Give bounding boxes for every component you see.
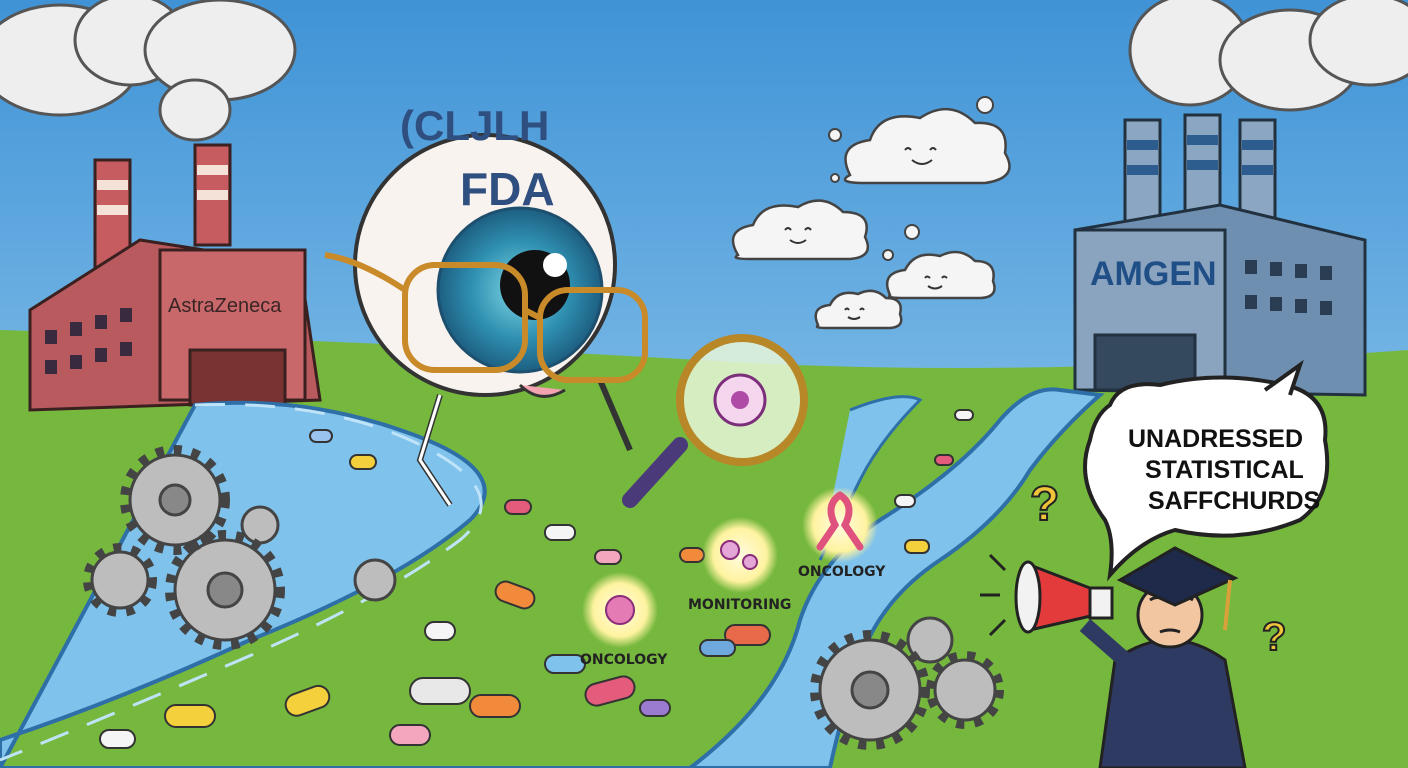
bubbles	[828, 96, 994, 261]
eyeball-top-label: (CLJLH	[400, 102, 549, 149]
badge-oncology-lower: ONCOLOGY	[580, 652, 668, 668]
megaphone-icon	[1014, 560, 1114, 634]
smoke-right	[1128, 0, 1408, 112]
cloud-icon	[731, 107, 1011, 330]
speech-line-2: STATISTICAL	[1145, 456, 1304, 484]
virus-icon	[713, 373, 767, 427]
badge-oncology-lower-icon	[582, 572, 658, 648]
factory-left	[28, 143, 322, 412]
speech-line-3: SAFFCHURDS	[1148, 487, 1320, 515]
gear-teeth	[83, 445, 1004, 750]
factory-left-label: AstraZeneca	[168, 295, 282, 317]
question-mark-right: ?	[1262, 615, 1286, 659]
sound-lines	[980, 553, 1007, 637]
smoke-left	[0, 0, 297, 142]
pill-icon	[99, 409, 974, 749]
graduation-cap-icon	[1116, 546, 1239, 631]
river-ripples	[0, 402, 483, 762]
speech-bubble	[1083, 359, 1330, 582]
factory-right-label: AMGEN	[1090, 255, 1217, 293]
eyeball-label: FDA	[460, 163, 555, 215]
factory-right	[1073, 113, 1367, 397]
badge-monitoring	[702, 517, 778, 593]
speech-line-1: UNADRESSED	[1128, 425, 1303, 453]
badge-ribbon	[802, 487, 878, 563]
badge-monitoring-label: MONITORING	[688, 597, 791, 613]
question-mark-left: ?	[1030, 478, 1059, 531]
cloud-faces	[784, 147, 948, 320]
glasses-icon	[324, 252, 648, 383]
badge-oncology-upper: ONCOLOGY	[798, 564, 886, 580]
ribbon-icon	[816, 491, 864, 551]
